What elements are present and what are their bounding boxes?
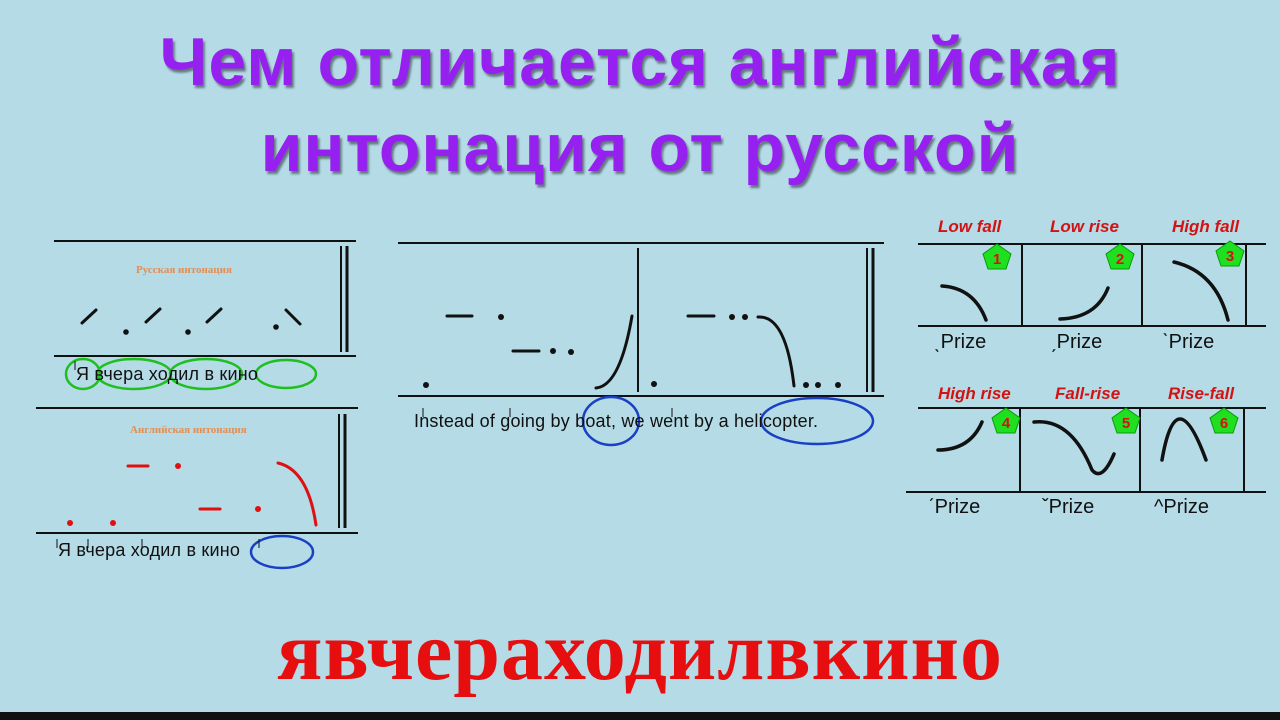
tone-number-5: 5 [1122,415,1130,432]
tone-curves-bottom [936,417,1208,476]
tone-number-2: 2 [1116,251,1124,268]
stress-marks [56,361,260,548]
russian-english-intonation-panel: Русская интонация Я вчера ходил в кино А… [36,230,366,580]
prize-high-rise: ˊPrize [928,496,980,519]
prize-low-fall: ˎPrize [934,331,986,354]
russian-green-circles [64,357,318,391]
title-line-1: Чем отличается английская [159,24,1121,100]
intonation-staves [36,240,358,570]
prize-low-rise: ˏPrize [1050,331,1102,354]
tones-staves: 1 2 3 4 5 6 [906,240,1266,493]
prize-word: Prize [1168,331,1215,353]
example-sentence: Instead of going by boat, we went by a h… [414,411,819,431]
example-stress-marks [422,408,673,417]
english-blue-circle [249,534,315,570]
example-stave [398,242,884,447]
prize-fall-rise: ˇPrize [1042,496,1094,519]
russian-panel-title: Русская интонация [136,264,232,276]
tone-label-rise-fall: Rise-fall [1168,384,1235,403]
tone-label-high-fall: High fall [1172,217,1240,236]
russian-sentence: Я вчера ходил в кино [76,364,259,384]
prize-rise-fall: ^Prize [1154,496,1209,519]
prize-word: Prize [1163,496,1209,518]
tone-number-6: 6 [1220,415,1228,432]
english-panel-title: Английская интонация [130,424,247,436]
tone-number-4: 4 [1002,415,1011,432]
bottom-bar [0,712,1280,720]
tone-number-3: 3 [1226,248,1234,265]
nuclear-tones-panel: 1 2 3 4 5 6 Low fall Low rise High fall … [906,210,1276,530]
tone-mark: ˎ [934,331,941,353]
tone-number-badges [982,240,1245,434]
bottom-word: явчераходилвкино [277,605,1003,698]
title-line-2: интонация от русской [260,110,1020,186]
tone-mark: ^ [1154,496,1164,518]
prize-word: Prize [1048,496,1095,518]
tone-curves-top [940,260,1230,322]
tone-label-low-fall: Low fall [938,217,1002,236]
tone-mark: ˊ [928,496,935,518]
prize-high-fall: ˋPrize [1162,331,1214,354]
tone-label-fall-rise: Fall-rise [1055,384,1121,403]
prize-word: Prize [934,496,981,518]
tone-number-1: 1 [993,251,1001,268]
tone-label-high-rise: High rise [938,384,1011,403]
tone-mark: ˇ [1042,496,1049,518]
tone-mark: ˋ [1162,331,1169,353]
english-example-panel: Instead of going by boat, we went by a h… [396,236,892,456]
prize-word: Prize [1056,331,1103,353]
tone-mark: ˏ [1050,331,1057,353]
english-sentence: Я вчера ходил в кино [58,540,241,560]
example-blue-circles [581,395,875,447]
tone-label-low-rise: Low rise [1050,217,1119,236]
prize-word: Prize [940,331,987,353]
russian-contour [80,307,302,335]
example-contour [423,314,841,390]
english-contour [67,461,318,527]
